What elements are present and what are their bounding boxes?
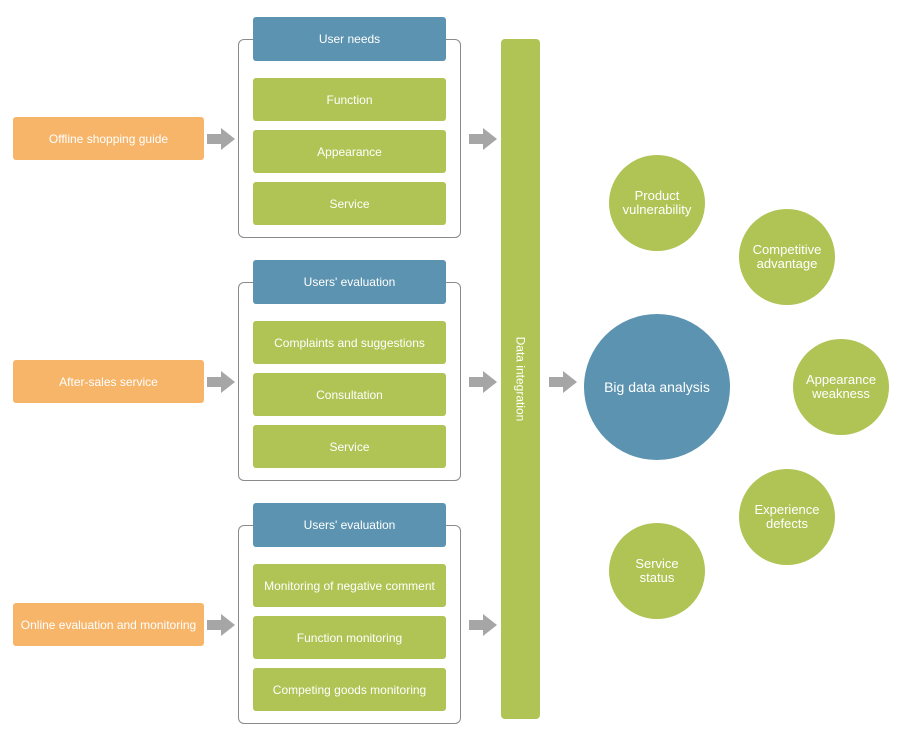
group-item: Function [253, 78, 446, 121]
source-box-online: Online evaluation and monitoring [13, 603, 204, 646]
group-item: Service [253, 425, 446, 468]
arrow-right-icon [207, 614, 235, 636]
big-data-analysis-circle: Big data analysis [584, 314, 730, 460]
arrow-right-icon [207, 371, 235, 393]
arrow-right-icon [469, 128, 497, 150]
arrow-right-icon [469, 371, 497, 393]
source-box-offline: Offline shopping guide [13, 117, 204, 160]
group-header: Users' evaluation [253, 260, 446, 304]
data-integration-bar: Data integration [501, 39, 540, 719]
source-box-after-sales: After-sales service [13, 360, 204, 403]
group-item: Complaints and suggestions [253, 321, 446, 364]
arrow-right-icon [549, 371, 577, 393]
arrow-right-icon [207, 128, 235, 150]
arrow-right-icon [469, 614, 497, 636]
group-item: Function monitoring [253, 616, 446, 659]
group-header: Users' evaluation [253, 503, 446, 547]
group-item: Monitoring of negative comment [253, 564, 446, 607]
group-item: Consultation [253, 373, 446, 416]
group-header: User needs [253, 17, 446, 61]
data-integration-label: Data integration [513, 336, 528, 422]
group-item: Competing goods monitoring [253, 668, 446, 711]
group-item: Service [253, 182, 446, 225]
group-item: Appearance [253, 130, 446, 173]
